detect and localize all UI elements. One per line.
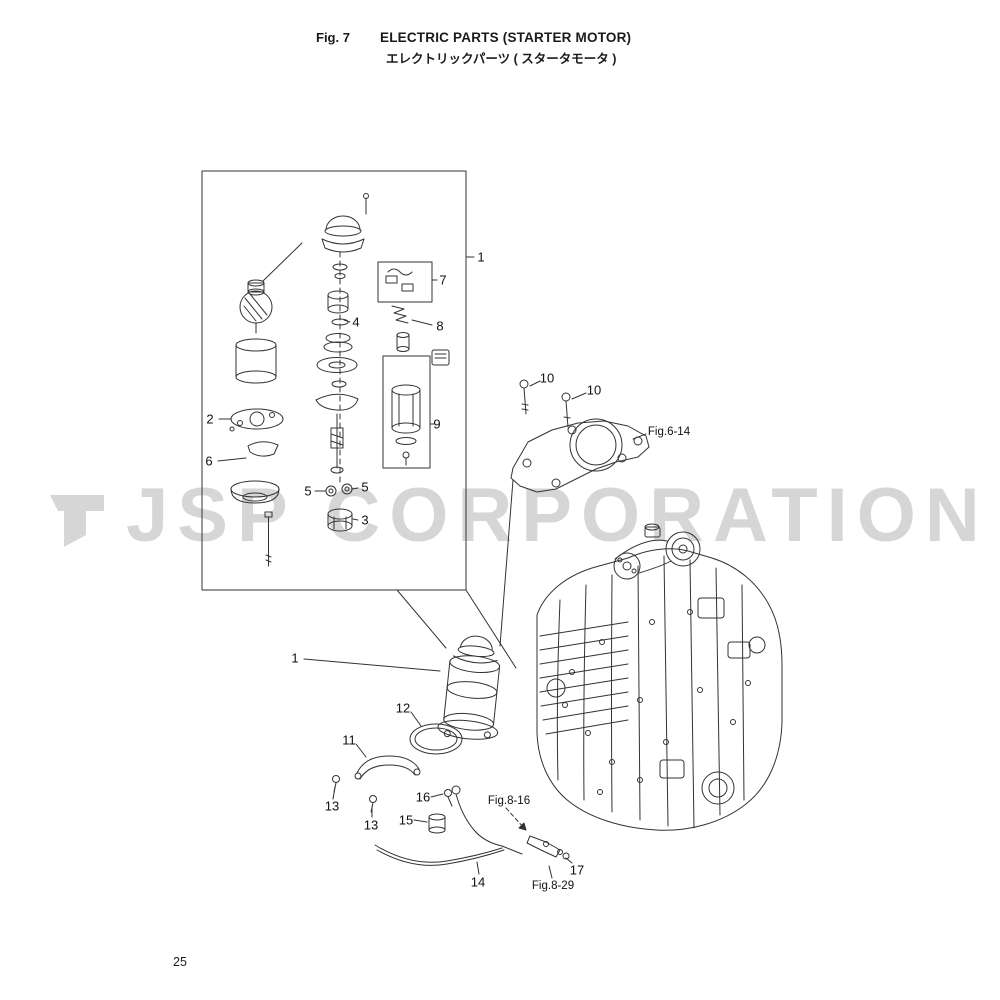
mounting-bolts <box>519 379 587 428</box>
strap-bracket <box>332 743 421 818</box>
page-number: 25 <box>173 955 187 969</box>
exploded-view-box <box>201 170 517 669</box>
assembled-starter-motor <box>437 635 501 740</box>
engine-block-drawing <box>536 523 783 831</box>
clamp-ring <box>409 711 463 755</box>
battery-cable <box>374 785 523 875</box>
figure-title-japanese: エレクトリックパーツ ( スタータモータ ) <box>386 52 617 66</box>
figure-number: Fig. 7 <box>316 30 350 45</box>
small-fasteners <box>413 789 453 834</box>
starter-exploded-view <box>217 193 450 567</box>
figure-title-block: Fig. 7 ELECTRIC PARTS (STARTER MOTOR) エレ… <box>0 0 1000 70</box>
cable-bracket <box>505 807 573 879</box>
figure-title: ELECTRIC PARTS (STARTER MOTOR) <box>380 30 632 45</box>
bracket-plate-drawing <box>499 418 650 647</box>
jsp-logo-icon <box>50 495 104 547</box>
